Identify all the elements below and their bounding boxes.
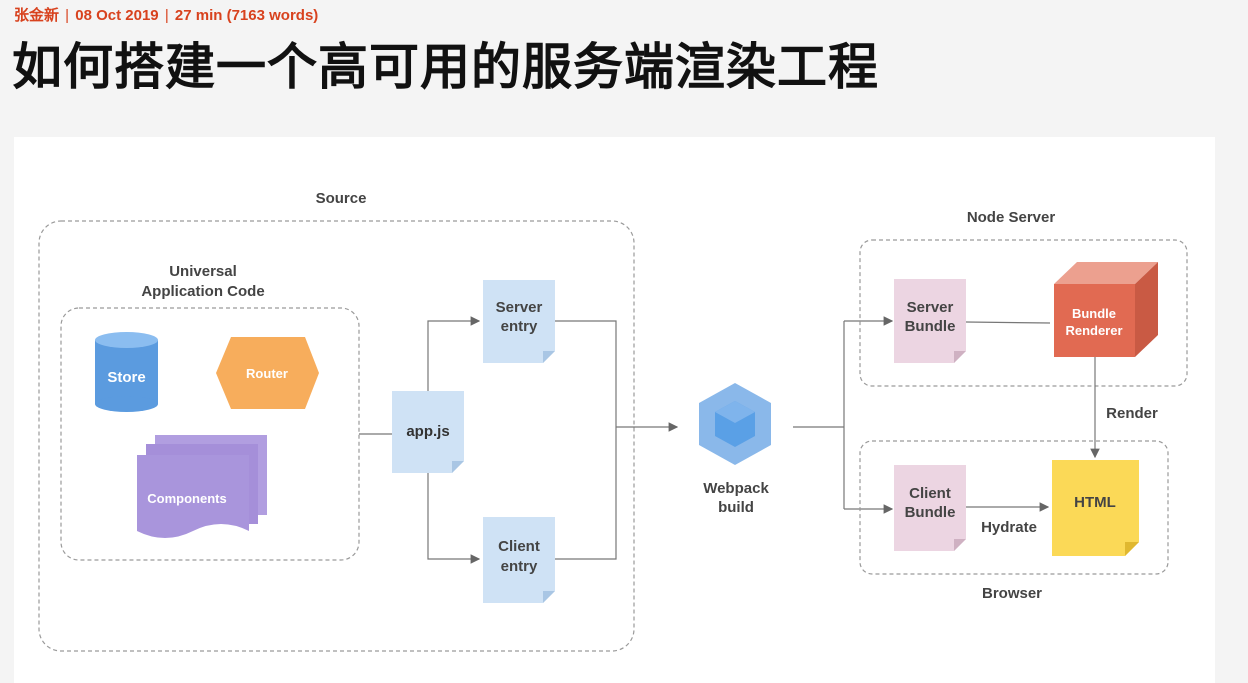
doc-fold — [954, 539, 966, 551]
ssr-architecture-diagram: Source Universal Application Code Store … — [14, 137, 1215, 683]
universal-label-line1: Universal — [169, 263, 237, 280]
doc-fold — [954, 351, 966, 363]
router-icon — [216, 337, 319, 409]
bundle-renderer-icon — [1054, 262, 1158, 357]
client-entry-label-line1: Client — [498, 538, 540, 555]
connector-line — [427, 316, 481, 391]
store-label: Store — [107, 369, 145, 386]
universal-code-group — [60, 307, 360, 561]
server-entry-label-line1: Server — [496, 299, 543, 316]
components-label: Components — [147, 491, 226, 506]
bundle-renderer-label-line2: Renderer — [1065, 323, 1122, 338]
webpack-label-line1: Webpack — [703, 480, 769, 497]
doc-fold — [452, 461, 464, 473]
server-bundle-doc — [894, 279, 966, 363]
client-bundle-doc — [894, 465, 966, 551]
browser-group — [859, 440, 1169, 575]
server-bundle-label-line2: Bundle — [905, 318, 956, 335]
article-date: 08 Oct 2019 — [75, 7, 159, 24]
reading-time: 27 min (7163 words) — [174, 7, 319, 24]
server-entry-label-line2: entry — [501, 318, 538, 335]
source-group — [38, 220, 635, 652]
webpack-label-line2: build — [718, 499, 754, 516]
components-icon — [137, 435, 267, 538]
store-icon — [95, 332, 158, 412]
router-label: Router — [246, 366, 288, 381]
source-label: Source — [316, 190, 367, 207]
hydrate-label: Hydrate — [981, 519, 1037, 536]
client-entry-label-line2: entry — [501, 558, 538, 575]
article-meta: 张金新 | 08 Oct 2019 | 27 min (7163 words) — [14, 4, 318, 25]
meta-separator: | — [61, 7, 74, 24]
author-link[interactable]: 张金新 — [14, 7, 60, 24]
meta-separator: | — [160, 7, 173, 24]
browser-label: Browser — [982, 585, 1042, 602]
doc-fold — [543, 591, 555, 603]
client-bundle-label-line2: Bundle — [905, 504, 956, 521]
node-server-label: Node Server — [967, 209, 1056, 226]
render-label: Render — [1106, 405, 1158, 422]
page-title: 如何搭建一个高可用的服务端渲染工程 — [12, 38, 879, 96]
connector-line — [427, 473, 481, 564]
connector-line — [555, 320, 617, 560]
webpack-icon — [699, 383, 771, 465]
server-bundle-label-line1: Server — [907, 299, 954, 316]
universal-label-line2: Application Code — [141, 283, 264, 300]
appjs-doc — [392, 391, 464, 473]
diagram-canvas: Source Universal Application Code Store … — [38, 190, 1188, 652]
bundle-renderer-label-line1: Bundle — [1072, 306, 1116, 321]
html-label: HTML — [1074, 494, 1116, 511]
appjs-label: app.js — [406, 423, 449, 440]
connector-line — [965, 321, 1051, 324]
html-doc — [1052, 460, 1139, 556]
client-bundle-label-line1: Client — [909, 485, 951, 502]
client-entry-doc — [483, 517, 555, 603]
doc-fold — [543, 351, 555, 363]
server-entry-doc — [483, 280, 555, 363]
doc-fold — [1125, 542, 1139, 556]
